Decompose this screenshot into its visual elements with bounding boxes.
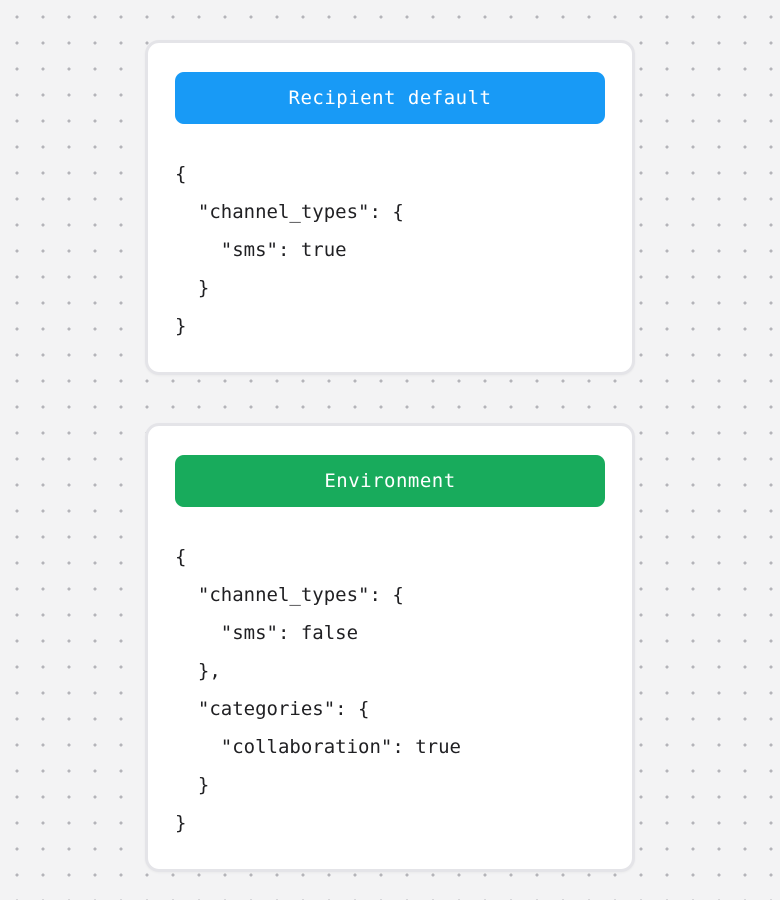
recipient-default-header-badge: Recipient default	[175, 72, 605, 124]
environment-json-code: { "channel_types": { "sms": false }, "ca…	[175, 546, 461, 834]
card-environment: Environment { "channel_types": { "sms": …	[145, 423, 635, 872]
environment-header-badge: Environment	[175, 455, 605, 507]
recipient-default-json-code: { "channel_types": { "sms": true } }	[175, 163, 404, 337]
card-recipient-default: Recipient default { "channel_types": { "…	[145, 40, 635, 375]
